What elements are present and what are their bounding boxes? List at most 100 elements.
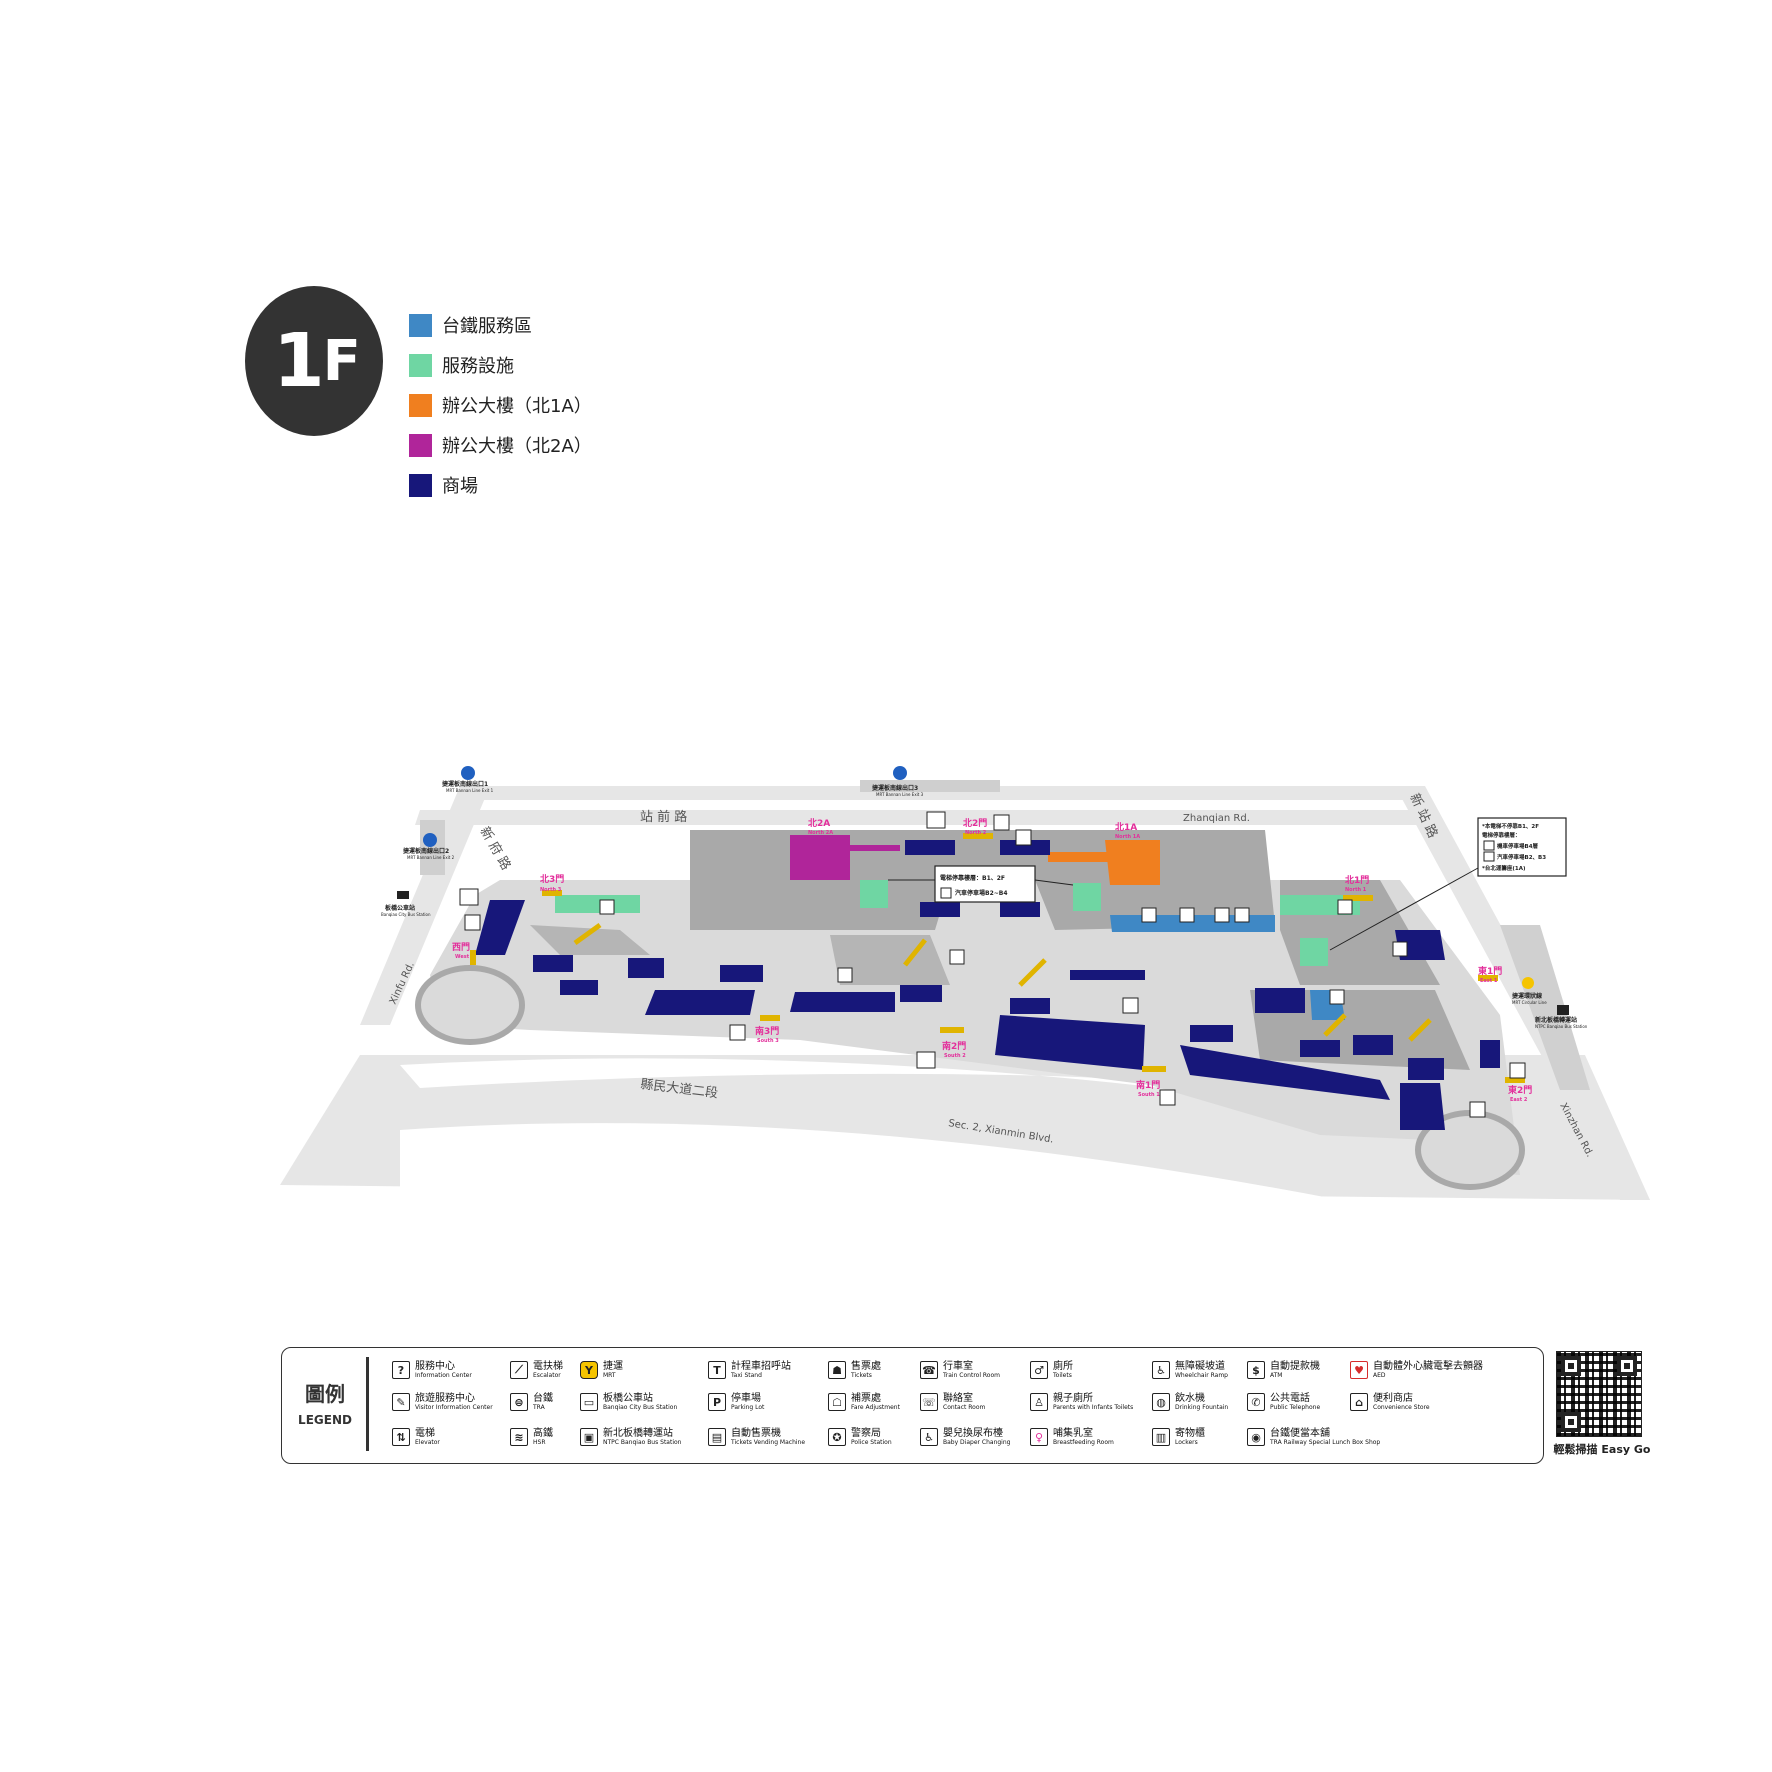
legend-label-en: Lockers [1175, 1439, 1198, 1446]
legend-label-en: Wheelchair Ramp [1175, 1372, 1228, 1379]
callout-right-1: *本電梯不停靠B1、2F [1482, 822, 1539, 830]
legend-label-en: Convenience Store [1373, 1404, 1430, 1411]
legend-title-zh: 圖例 [305, 1382, 345, 1406]
office-north-1a [1105, 840, 1160, 885]
legend-label-zh: 電扶梯 [533, 1361, 563, 1372]
callout-right-3: 機車停車場B4層 [1497, 842, 1538, 850]
legend-icon: ♀ [1030, 1428, 1048, 1446]
legend-label-zh: 捷運 [603, 1361, 623, 1372]
road-xinfu [360, 786, 490, 1025]
legend-label-en: Visitor Information Center [415, 1404, 493, 1411]
legend-divider [366, 1357, 369, 1451]
legend-label-zh: 旅遊服務中心 [415, 1393, 475, 1404]
facility-west-toilets [555, 895, 640, 913]
qr-code[interactable] [1556, 1351, 1642, 1437]
legend-label-zh: 飲水機 [1175, 1393, 1205, 1404]
zone-legend-item: 服務設施 [409, 345, 592, 385]
zone-legend-item: 商場 [409, 465, 592, 505]
legend-icon: ☎ [920, 1361, 938, 1379]
zone-swatch [409, 433, 432, 457]
zone-legend: 台鐵服務區 服務設施 辦公大樓（北1A） 辦公大樓（北2A） 商場 [409, 305, 592, 505]
exit-north2: 北2門 [963, 817, 987, 829]
legend-label-zh: 計程車招呼站 [731, 1361, 791, 1372]
road-label-zhanqian-en: Zhanqian Rd. [1183, 813, 1250, 824]
legend-label-en: TRA [533, 1404, 545, 1411]
legend-icon: Y [580, 1361, 598, 1379]
west-interior [530, 925, 650, 955]
callout-right-2: 電梯停靠樓層： [1482, 831, 1521, 839]
legend-label-zh: 服務中心 [415, 1361, 455, 1372]
legend-label-en: ATM [1270, 1372, 1283, 1379]
legend-label-zh: 板橋公車站 [603, 1393, 653, 1404]
legend-label-en: Taxi Stand [731, 1372, 762, 1379]
legend-icon: ? [392, 1361, 410, 1379]
zone-swatch [409, 313, 432, 337]
city-bus-label: 板橋公車站 [385, 904, 415, 912]
legend-icon: ≋ [510, 1428, 528, 1446]
legend-label-en: Escalator [533, 1372, 561, 1379]
legend-icon: ♂ [1030, 1361, 1048, 1379]
callout-right-4: 汽車停車場B2、B3 [1497, 853, 1546, 861]
exit-south1: 南1門 [1136, 1079, 1160, 1091]
legend-label-en: NTPC Banqiao Bus Station [603, 1439, 682, 1446]
road-north-top [455, 786, 1410, 800]
legend-icon: ☖ [828, 1393, 846, 1411]
circular-line-label: 捷運環狀線 [1512, 992, 1542, 1000]
zone-label: 服務設施 [442, 356, 514, 377]
legend-icon: ▤ [708, 1428, 726, 1446]
legend-label-en: Toilets [1053, 1372, 1072, 1379]
legend-label-zh: 聯絡室 [943, 1393, 973, 1404]
legend-icon: ☏ [920, 1393, 938, 1411]
mrt-block-west [420, 820, 445, 875]
legend-icon: ⟋ [510, 1361, 528, 1379]
legend-title-en: LEGEND [298, 1413, 352, 1427]
mrt-exit1-label: 捷運板南線出口1 [442, 780, 488, 788]
mrt-exit2-label: 捷運板南線出口2 [403, 847, 449, 855]
callout-right-5: *台北運籌座(1A) [1482, 864, 1526, 872]
west-oval [415, 965, 525, 1045]
legend-label-zh: 自動售票機 [731, 1428, 781, 1439]
exit-north2-en: North 2 [965, 830, 987, 836]
legend-label-zh: 廁所 [1053, 1361, 1073, 1372]
exit-east2: 東2門 [1508, 1084, 1532, 1096]
legend-icon: ⌂ [1350, 1393, 1368, 1411]
legend-label-zh: 自動提款機 [1270, 1361, 1320, 1372]
legend-label-zh: 台鐵便當本舖 [1270, 1428, 1330, 1439]
callout-text: 電梯停靠樓層：B1、2F 汽車停車場B2~B4 *本電梯不停靠B1、2F 電梯停… [940, 822, 1546, 899]
ntpc-bus-label-en: NTPC Banqiao Bus Station [1535, 1024, 1588, 1029]
legend-label-en: Parking Lot [731, 1404, 765, 1411]
exit-west: 西門 [452, 942, 470, 953]
legend-label-en: Tickets [851, 1372, 872, 1379]
legend-label-zh: 售票處 [851, 1361, 881, 1372]
building-floor [430, 880, 1520, 1175]
legend-label-en: Contact Room [943, 1404, 986, 1411]
exit-north1: 北1門 [1345, 874, 1369, 886]
zone-swatch [409, 473, 432, 497]
zone-legend-item: 辦公大樓（北1A） [409, 385, 592, 425]
office-north-2a-link [850, 845, 900, 851]
legend-label-zh: 高鐵 [533, 1428, 553, 1439]
exit-south2-en: South 2 [944, 1053, 966, 1059]
exit-south3-en: South 3 [757, 1038, 779, 1044]
exit-south1-en: South 1 [1138, 1092, 1160, 1098]
road-label-zhanqian: 站 前 路 [640, 809, 687, 825]
legend-label-en: Breastfeeding Room [1053, 1439, 1114, 1446]
legend-label-zh: 台鐵 [533, 1393, 553, 1404]
road-median [400, 1058, 1330, 1110]
legend-icon: ♿ [920, 1428, 938, 1446]
qr-finder [1617, 1356, 1637, 1376]
floor-letter: F [322, 328, 361, 394]
station-labels: 捷運板南線出口1 MRT Bannan Line Exit 1 捷運板南線出口2… [381, 780, 1588, 1029]
zone-swatch [409, 353, 432, 377]
legend-label-zh: 寄物櫃 [1175, 1428, 1205, 1439]
legend-icon: ▣ [580, 1428, 598, 1446]
